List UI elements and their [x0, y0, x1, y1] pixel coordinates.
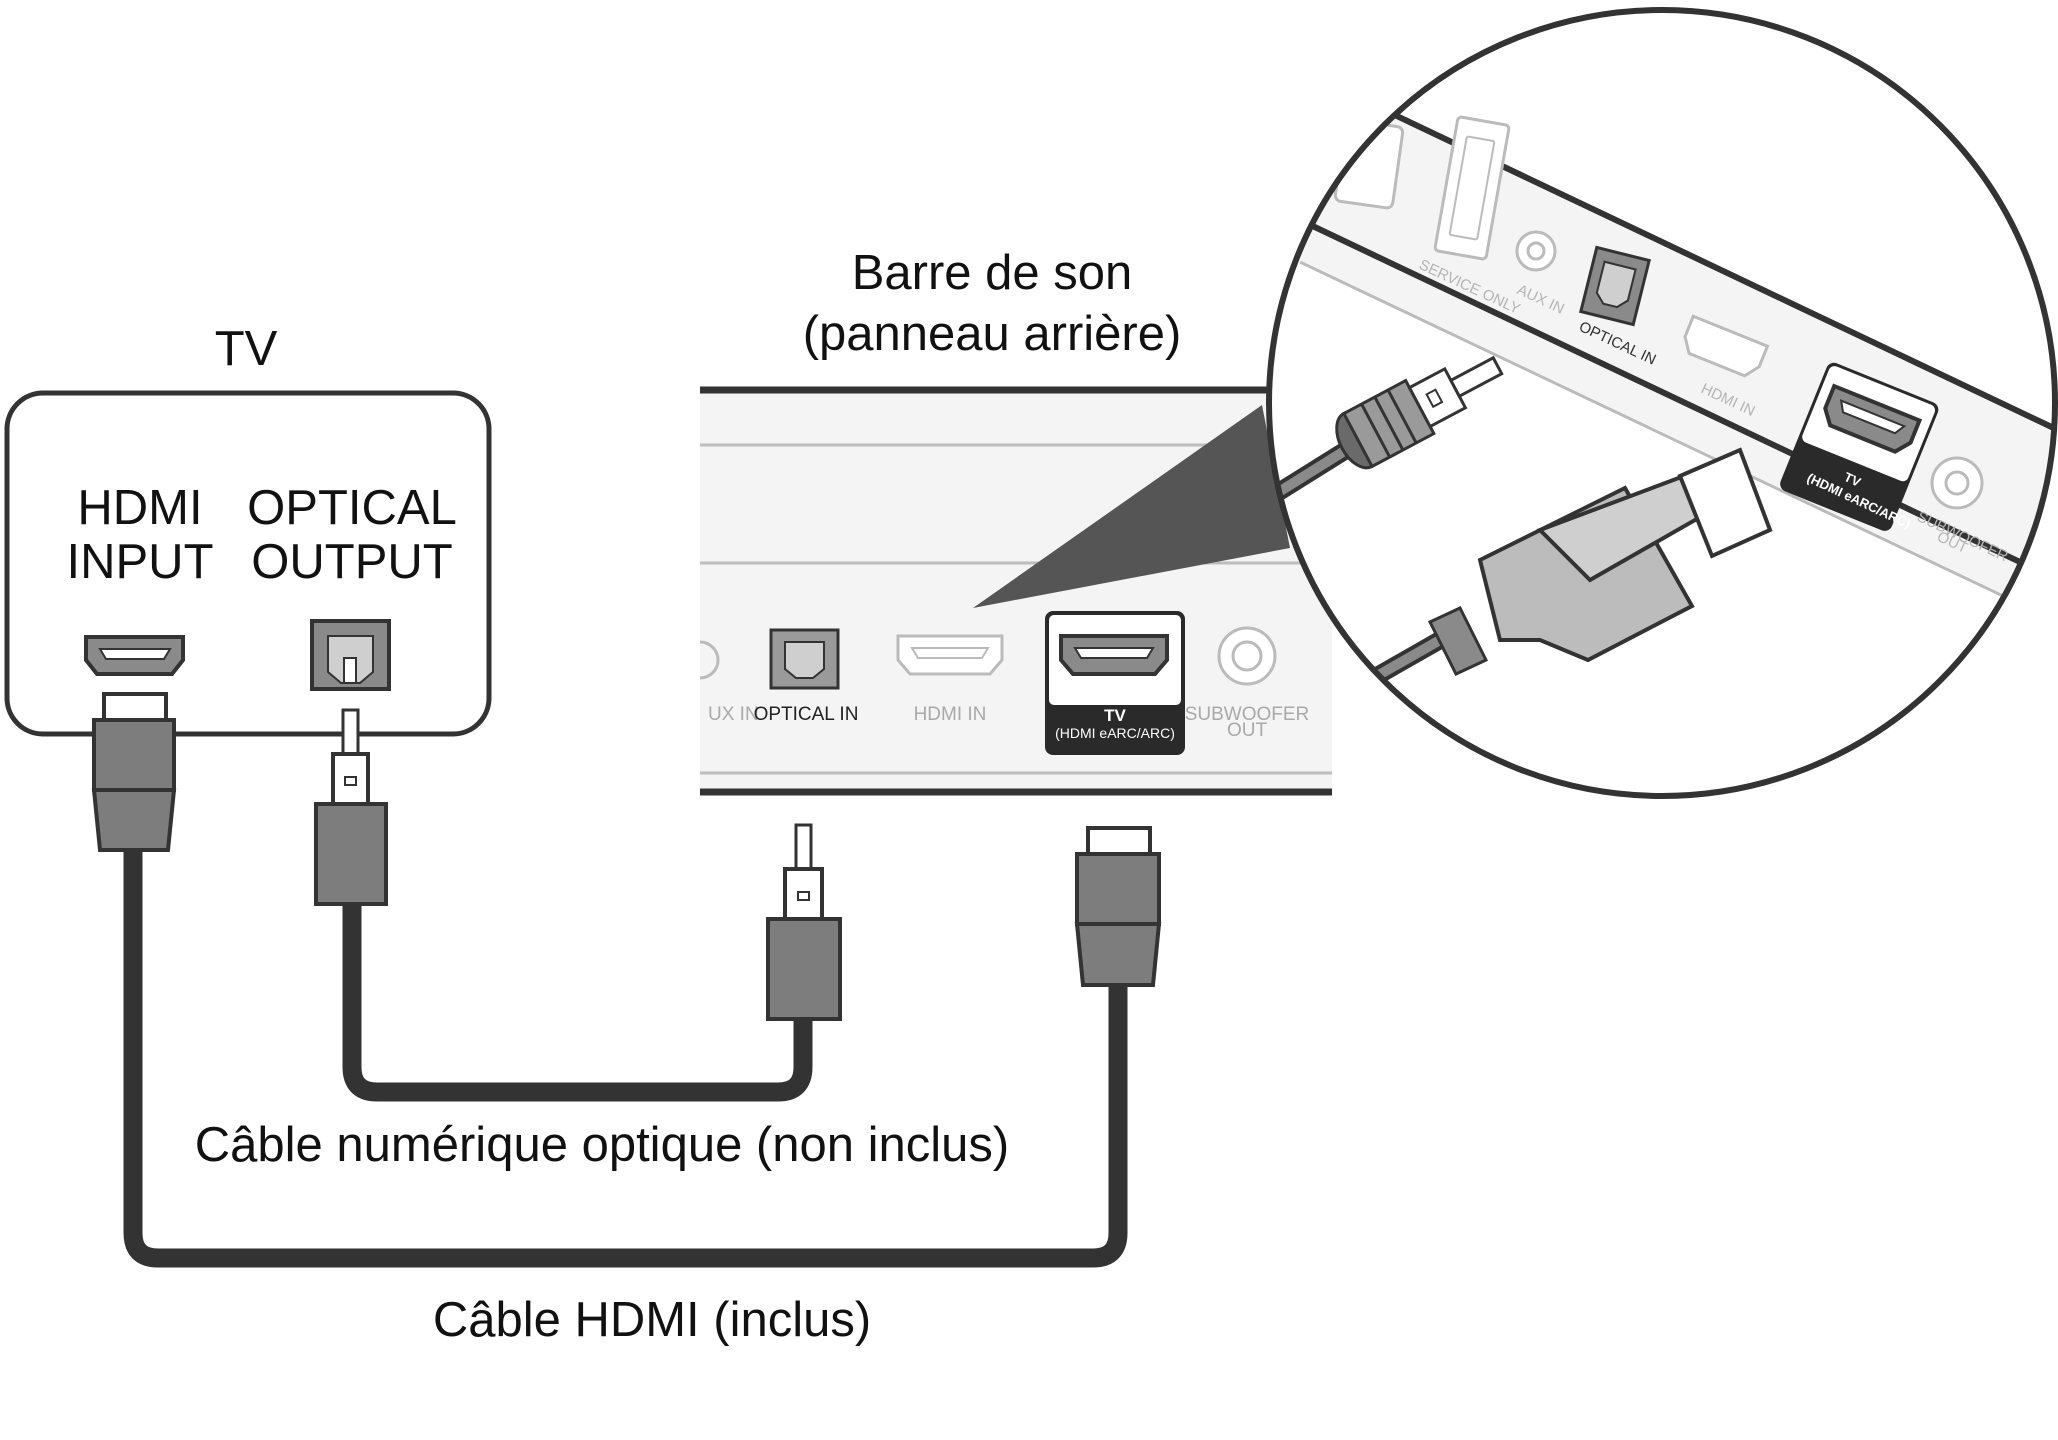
zoom-tv-label-line1: TV — [1842, 469, 1864, 490]
zoom-optical-plug — [1269, 355, 1504, 518]
sb-aux-label: UX IN — [708, 704, 759, 725]
zoom-hdmi-in-port — [1683, 314, 1770, 378]
sb-subwoofer-port — [1217, 626, 1277, 686]
tv-optical-port — [310, 619, 391, 691]
zoom-optical-port — [1579, 245, 1651, 327]
soundbar-title-line2: (panneau arrière) — [803, 307, 1182, 361]
hdmi-plug-soundbar-end — [1074, 826, 1162, 987]
sb-optical-label: OPTICAL IN — [754, 704, 859, 725]
zoom-tv-hdmi-port — [1780, 362, 1939, 531]
tv-optical-label-line1: OPTICAL — [247, 481, 457, 535]
zoom-service-port-fragment — [1333, 118, 1405, 210]
hdmi-cable-caption: Câble HDMI (inclus) — [433, 1293, 871, 1347]
tv-hdmi-label-line2: INPUT — [67, 535, 214, 589]
tv-optical-label-line2: OUTPUT — [251, 535, 452, 589]
sb-aux-port — [699, 640, 720, 680]
soundbar-title-line1: Barre de son — [852, 246, 1133, 300]
optical-plug-tv-end — [314, 708, 388, 906]
hdmi-plug-tv-end — [91, 692, 177, 852]
sb-tv-hdmi-port — [1045, 611, 1185, 755]
zoom-inset: SERVICE ONLY AUX IN OPTICAL IN HDMI IN T… — [1266, 7, 2058, 799]
sb-tv-label-line2: (HDMI eARC/ARC) — [1055, 725, 1175, 741]
sb-optical-port — [769, 628, 840, 690]
zoom-hdmi-plug — [1295, 447, 1773, 728]
optical-plug-soundbar-end — [766, 823, 842, 1021]
hdmi-cable-line — [123, 850, 1128, 1268]
zoom-callout-wedge — [973, 405, 1290, 608]
sb-subwoofer-label-line1: SUBWOOFER — [1185, 704, 1310, 725]
sb-tv-label-line1: TV — [1104, 706, 1126, 725]
sb-hdmi-in-label: HDMI IN — [914, 704, 987, 725]
sb-subwoofer-label-line2: OUT — [1227, 720, 1268, 741]
tv-hdmi-label-line1: HDMI — [77, 481, 202, 535]
tv-hdmi-port — [84, 635, 185, 676]
zoom-service-only-port — [1433, 115, 1511, 261]
sb-hdmi-in-port — [896, 634, 1004, 676]
optical-cable-line — [342, 903, 813, 1102]
tv-title: TV — [215, 322, 278, 376]
optical-cable-caption: Câble numérique optique (non inclus) — [195, 1118, 1009, 1172]
